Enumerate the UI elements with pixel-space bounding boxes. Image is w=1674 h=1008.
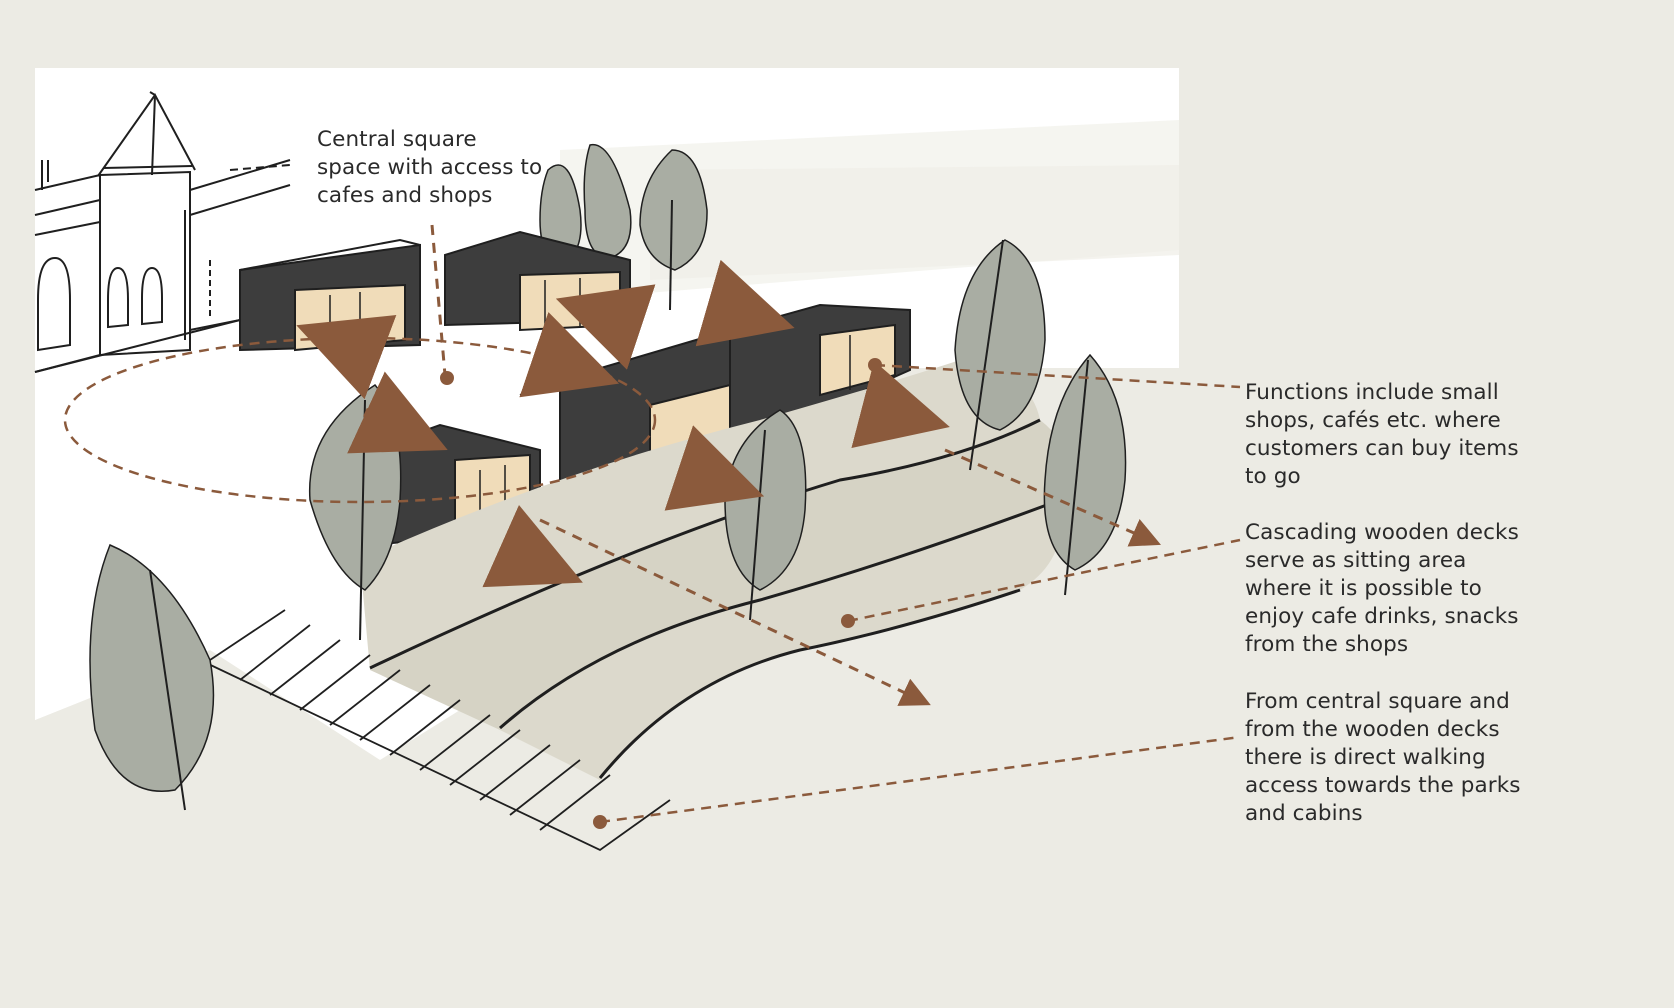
arrow bbox=[851, 360, 950, 448]
arrow bbox=[519, 312, 620, 398]
annotation-decks: Cascading wooden decks serve as sitting … bbox=[1245, 520, 1519, 657]
leader-line-access bbox=[599, 735, 1241, 824]
walking-paths bbox=[430, 224, 1161, 706]
dot-marker-icon bbox=[593, 815, 607, 829]
annotation-access: From central square and from the wooden … bbox=[1245, 689, 1521, 826]
arrow bbox=[482, 504, 583, 588]
arrow bbox=[695, 259, 795, 347]
dot-markers bbox=[440, 358, 882, 829]
annotation-functions: Functions include small shops, cafés etc… bbox=[1245, 380, 1519, 489]
arrow bbox=[347, 371, 448, 454]
flow-arrows bbox=[296, 259, 950, 588]
arrow bbox=[296, 314, 397, 400]
annotation-central-square: Central square space with access to cafe… bbox=[317, 127, 543, 208]
arrow bbox=[664, 425, 765, 511]
stairs bbox=[199, 609, 671, 852]
background-trees bbox=[539, 144, 708, 311]
dot-marker-icon bbox=[868, 358, 882, 372]
leader-lines bbox=[599, 363, 1241, 824]
dot-marker-icon bbox=[440, 371, 454, 385]
leader-line-functions bbox=[874, 363, 1241, 389]
historic-building bbox=[34, 91, 291, 373]
dot-marker-icon bbox=[841, 614, 855, 628]
